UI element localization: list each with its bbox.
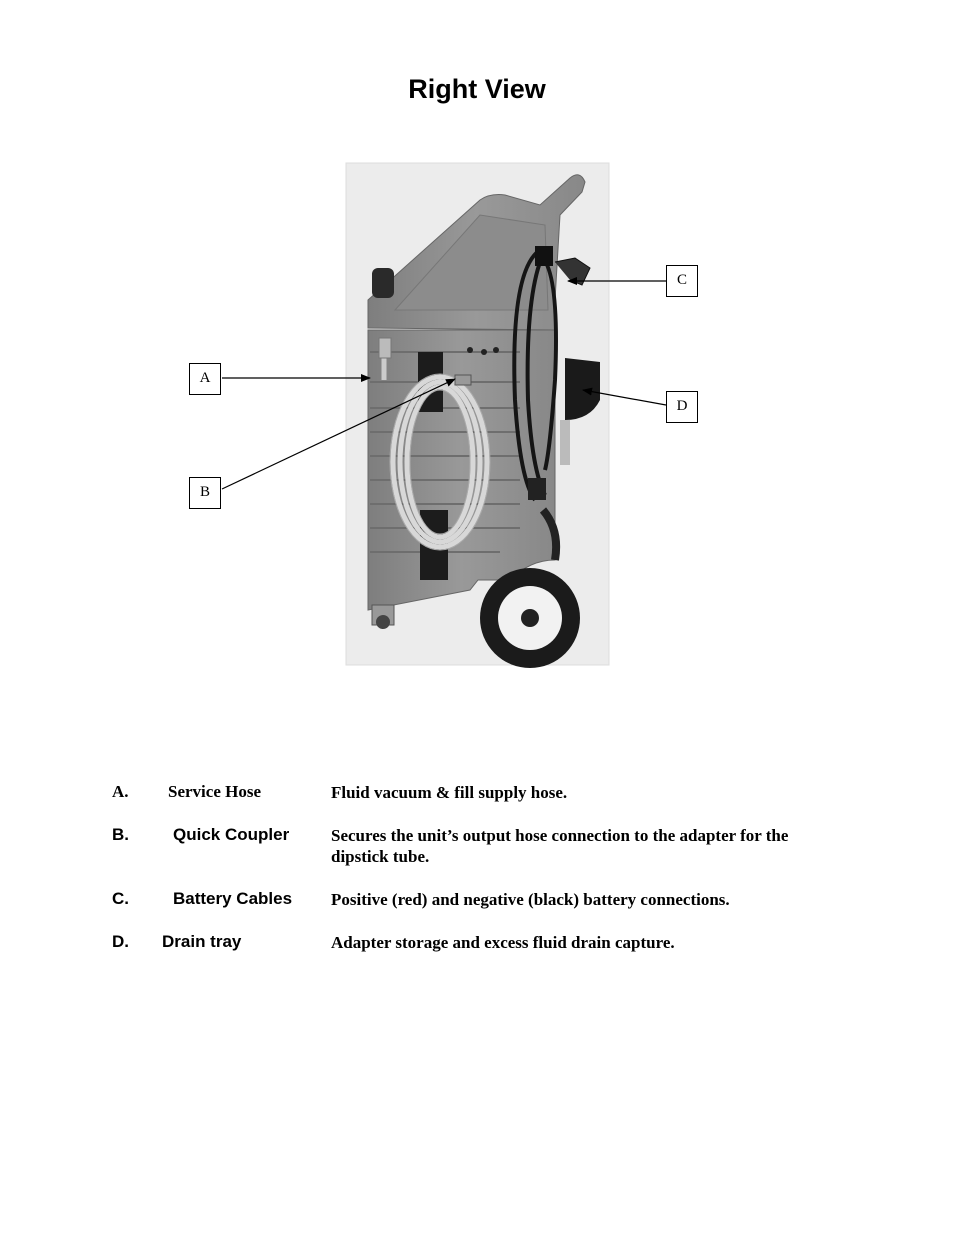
legend-name-a: Service Hose <box>168 782 261 801</box>
fill-cap <box>372 268 394 298</box>
legend-desc-d: Adapter storage and excess fluid drain c… <box>331 933 675 952</box>
callout-b: B <box>189 477 221 509</box>
legend-letter-a: A. <box>112 782 129 801</box>
callout-a: A <box>189 363 221 395</box>
leader-line-b <box>221 378 456 490</box>
legend-desc-c: Positive (red) and negative (black) batt… <box>331 890 730 909</box>
legend-desc-b: Secures the unit’s output hose connectio… <box>331 826 789 866</box>
legend-name-b: Quick Coupler <box>173 825 290 844</box>
legend-desc-a: Fluid vacuum & fill supply hose. <box>331 783 568 802</box>
leader-line-d <box>582 387 667 406</box>
callout-c: C <box>666 265 698 297</box>
legend-letter-b: B. <box>112 825 129 844</box>
legend-letter-d: D. <box>112 932 129 951</box>
quick-coupler <box>454 374 472 386</box>
service-hose-coil <box>390 374 490 550</box>
page-title: Right View <box>408 74 546 104</box>
legend-name-c: Battery Cables <box>173 889 293 908</box>
product-photo <box>221 162 667 668</box>
callout-d: D <box>666 391 698 423</box>
battery-cables <box>512 248 558 502</box>
legend-name-d: Drain tray <box>162 932 242 951</box>
legend-letter-c: C. <box>112 889 129 908</box>
